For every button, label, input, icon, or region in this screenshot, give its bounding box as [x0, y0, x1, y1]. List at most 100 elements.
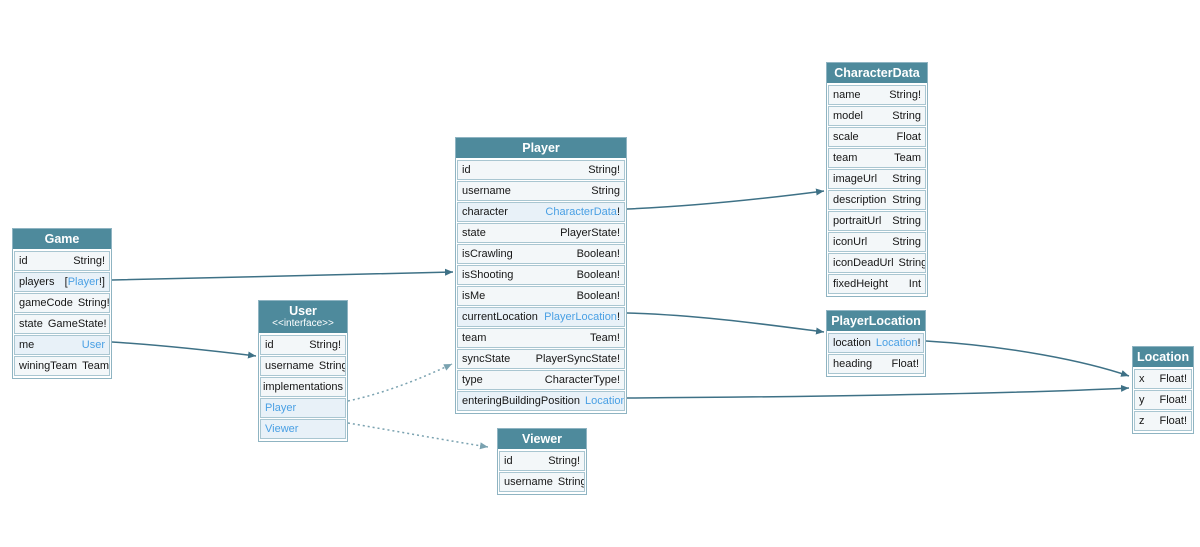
field-type: Boolean!: [576, 290, 620, 303]
field-name: portraitUrl: [833, 215, 882, 228]
field-type: Float!: [1159, 373, 1187, 386]
field-type: String!: [889, 89, 921, 102]
field-row-description: description String: [828, 190, 926, 211]
field-row-me[interactable]: me User: [14, 335, 110, 356]
field-name: heading: [833, 358, 873, 371]
field-name: username: [504, 476, 553, 489]
field-name: winingTeam: [19, 360, 78, 373]
type-link-location[interactable]: Location: [875, 337, 918, 350]
field-row-players[interactable]: players [Player!]: [14, 272, 110, 293]
field-type: String: [557, 476, 585, 489]
implementation-link-player[interactable]: Player: [265, 401, 297, 414]
field-row-name: name String!: [828, 85, 926, 106]
node-title-user[interactable]: User<<interface>>: [259, 301, 347, 333]
node-title-location[interactable]: Location: [1133, 347, 1193, 368]
field-name: state: [462, 227, 486, 240]
field-row-location[interactable]: location Location!: [828, 333, 924, 354]
field-type: Boolean!: [576, 269, 620, 282]
edge-user-implementation-viewer: [347, 422, 489, 450]
field-type: String: [898, 257, 926, 270]
field-name: players: [19, 276, 55, 289]
implementations-label-row: implementations: [260, 376, 346, 397]
type-suffix: !: [917, 337, 921, 350]
type-link-characterdata[interactable]: CharacterData: [545, 206, 617, 219]
field-row-iconurl: iconUrl String: [828, 232, 926, 253]
node-title-viewer[interactable]: Viewer: [498, 429, 586, 450]
field-type: [Player!]: [65, 274, 105, 290]
field-name: currentLocation: [462, 311, 538, 324]
field-row-character[interactable]: character CharacterData!: [457, 202, 625, 223]
type-prefix: [: [64, 276, 68, 289]
field-type: String: [591, 185, 620, 198]
type-link-location[interactable]: Location: [585, 395, 625, 408]
field-row-username: username String: [499, 472, 585, 493]
field-row-enteringbuildingposition[interactable]: enteringBuildingPosition Location: [457, 391, 625, 412]
field-name: character: [462, 206, 508, 219]
field-name: name: [833, 89, 861, 102]
type-suffix: !: [616, 206, 620, 219]
node-title-characterdata[interactable]: CharacterData: [827, 63, 927, 84]
field-row-isme: isMe Boolean!: [457, 286, 625, 307]
edge-player-enteringbuildingposition-to-location: [626, 384, 1130, 399]
field-type: String!: [548, 455, 580, 468]
node-title-game[interactable]: Game: [13, 229, 111, 250]
type-node-viewer: Viewer id String! username String: [497, 428, 587, 496]
type-suffix: !: [616, 311, 620, 324]
field-name: imageUrl: [833, 173, 878, 186]
field-type: String!: [77, 297, 110, 310]
field-name: isShooting: [462, 269, 514, 282]
type-link-player[interactable]: Player: [67, 276, 99, 289]
field-row-state: state PlayerState!: [457, 223, 625, 244]
field-type: String: [892, 236, 921, 249]
field-name: location: [833, 337, 871, 350]
field-row-state: state GameState!: [14, 314, 110, 335]
type-node-characterdata: CharacterData name String! model String …: [826, 62, 928, 298]
implementation-link-viewer[interactable]: Viewer: [265, 422, 299, 435]
field-name: team: [833, 152, 858, 165]
field-type: String: [892, 110, 921, 123]
field-name: id: [19, 255, 28, 268]
field-type: String!: [309, 338, 341, 351]
field-name: isCrawling: [462, 248, 513, 261]
node-title-playerlocation[interactable]: PlayerLocation: [827, 311, 925, 332]
implementation-row-viewer[interactable]: Viewer: [260, 418, 346, 439]
field-name: iconUrl: [833, 236, 868, 249]
field-row-y: y Float!: [1134, 390, 1192, 411]
field-row-username: username String: [260, 355, 346, 376]
field-name: team: [462, 332, 487, 345]
field-row-portraiturl: portraitUrl String: [828, 211, 926, 232]
field-type: PlayerSyncState!: [535, 353, 620, 366]
field-row-currentlocation[interactable]: currentLocation PlayerLocation!: [457, 307, 625, 328]
type-node-player: Player id String! username String charac…: [455, 137, 627, 415]
type-link-user[interactable]: User: [81, 339, 105, 352]
field-list-game: id String! players [Player!] gameCode St…: [13, 249, 111, 378]
field-row-isshooting: isShooting Boolean!: [457, 265, 625, 286]
field-row-icondeadurl: iconDeadUrl String: [828, 253, 926, 274]
field-row-heading: heading Float!: [828, 354, 924, 375]
edge-user-implementation-player: [347, 363, 453, 402]
field-row-winingteam: winingTeam Team: [14, 356, 110, 377]
field-type: String: [892, 194, 921, 207]
field-type: Team: [82, 360, 109, 373]
field-name: description: [833, 194, 887, 207]
field-list-player: id String! username String character Cha…: [456, 158, 626, 413]
type-node-game: Game id String! players [Player!] gameCo…: [12, 228, 112, 380]
field-type: String: [892, 215, 921, 228]
type-link-playerlocation[interactable]: PlayerLocation: [544, 311, 617, 324]
field-row-id: id String!: [457, 160, 625, 181]
field-row-id: id String!: [260, 334, 346, 355]
field-list-user: id String! username String implementatio…: [259, 333, 347, 441]
implementation-row-player[interactable]: Player: [260, 397, 346, 418]
field-row-team: team Team!: [457, 328, 625, 349]
node-title-player[interactable]: Player: [456, 138, 626, 159]
field-list-location: x Float! y Float! z Float!: [1133, 367, 1193, 433]
field-name: id: [504, 455, 513, 468]
field-type: Float!: [1159, 394, 1187, 407]
field-row-team: team Team: [828, 148, 926, 169]
field-name: fixedHeight: [833, 278, 889, 291]
field-type: Float!: [1159, 415, 1187, 428]
node-title-text: User: [289, 304, 317, 318]
field-name: z: [1139, 415, 1145, 428]
field-list-viewer: id String! username String: [498, 449, 586, 494]
